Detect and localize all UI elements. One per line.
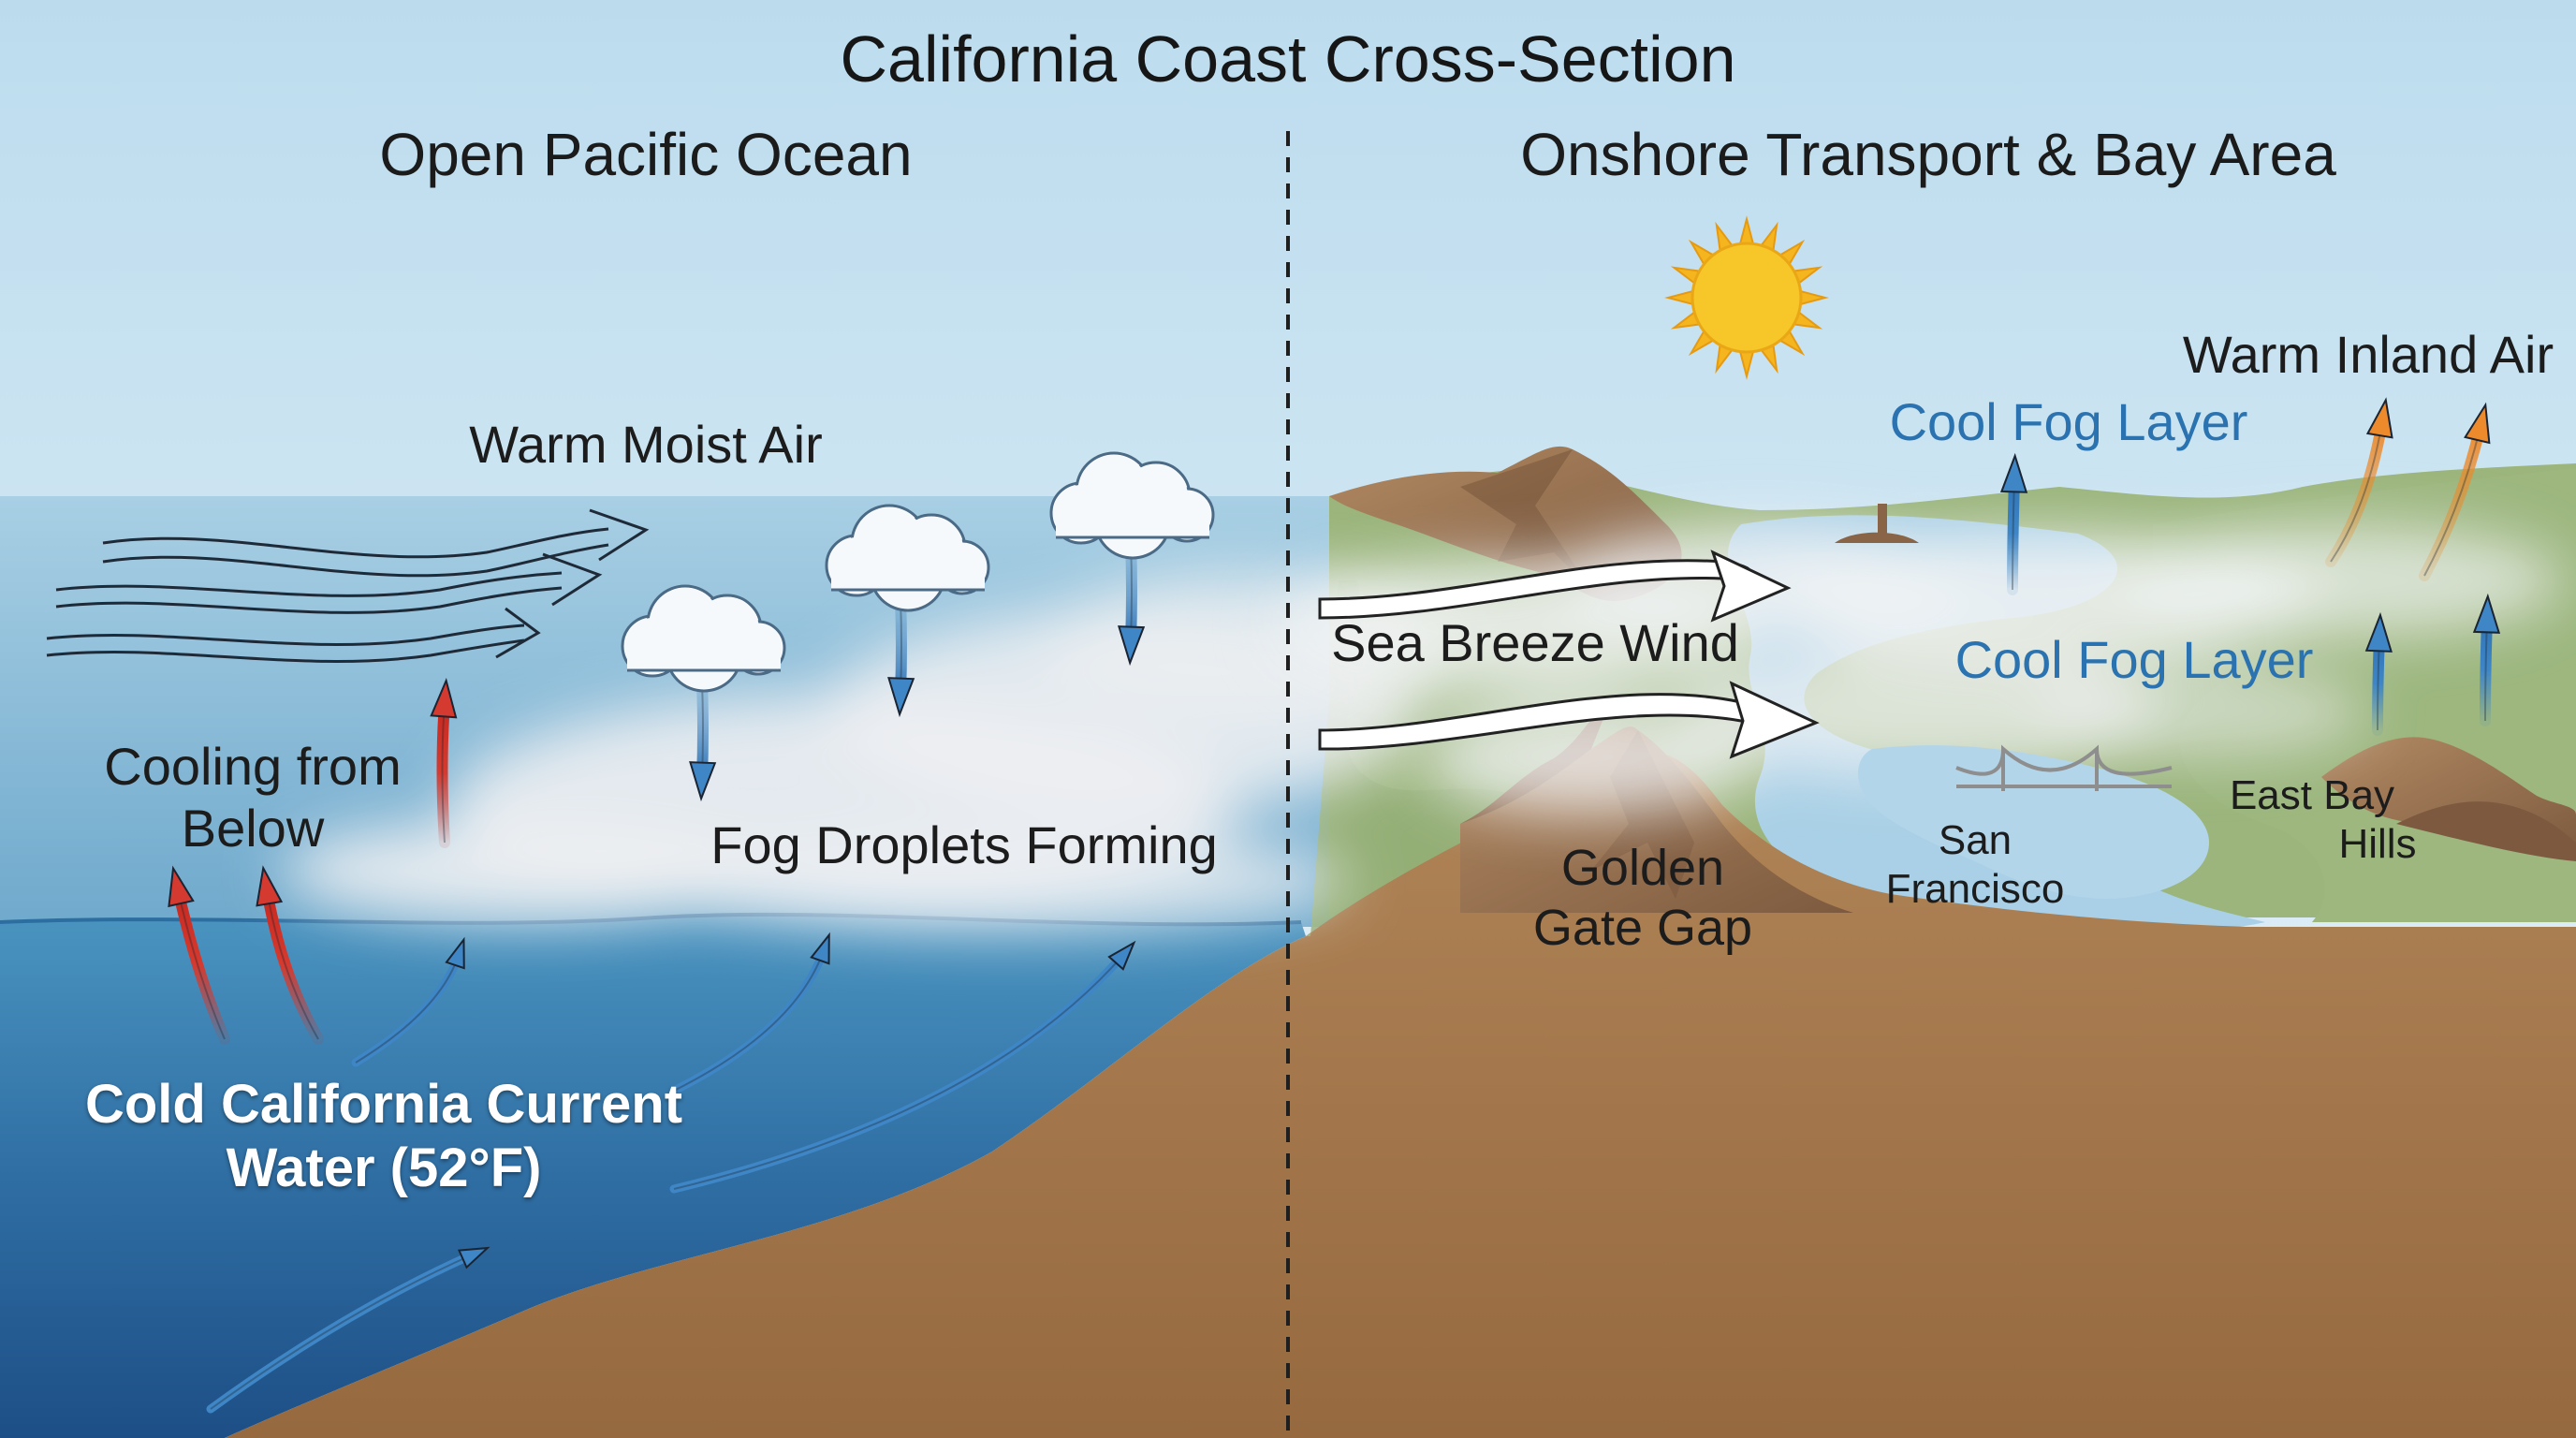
current-arrow-outline [673, 949, 825, 1092]
fog-rise-arrow [1999, 452, 2028, 595]
cooling-arrow-shaft [261, 884, 324, 1045]
coastal-vegetation [1306, 580, 1516, 936]
current-arrow-outline [355, 954, 460, 1064]
fog-rise-arrow [2364, 611, 2393, 736]
cloud-icon [1049, 451, 1215, 560]
golden-gate-line1: Golden [1560, 840, 1725, 896]
cooling-arrow-head [168, 865, 195, 908]
warm-moist-air-label: Warm Moist Air [469, 415, 823, 474]
cooling-arrow-outline [266, 888, 319, 1040]
sea-breeze-wind-label: Sea Breeze Wind [1331, 613, 1739, 672]
fog-rise-arrow-head [2472, 593, 2501, 634]
golden-gate-line2: Gate Gap [1532, 899, 1753, 956]
cloud-base [1056, 517, 1209, 537]
east-bay-hills-label: East Bay Hills [2190, 771, 2434, 869]
warm-air-arrow-outline [2330, 420, 2383, 563]
warm-air-arrow-shaft [2419, 420, 2486, 581]
warm-air-arrow [2419, 402, 2491, 581]
cooling-from-below-line1: Cooling from [104, 737, 402, 796]
cooling-from-below-label: Cooling from Below [84, 736, 421, 859]
droplet-arrow-head [887, 677, 915, 718]
sf-bay-water [1858, 745, 2209, 899]
cooling-arrow-head [256, 865, 284, 907]
warm-air-arrow [2325, 397, 2393, 567]
cool-fog-layer-upper-label: Cool Fog Layer [1889, 392, 2248, 451]
current-arrow [669, 940, 1136, 1194]
warm-inland-air-label: Warm Inland Air [2182, 325, 2554, 384]
east-bay-hills-line2: Hills [2338, 820, 2417, 867]
warm-air-arrow-shaft [2325, 416, 2388, 567]
ocean-fog-bank [281, 571, 1451, 932]
cloud-base [627, 650, 781, 670]
arrows-layer [168, 397, 2501, 1414]
droplet-arrow-head [689, 761, 717, 802]
clouds-layer [621, 451, 1215, 693]
warm-moist-air-arrows [46, 508, 650, 663]
current-arrow [351, 936, 465, 1067]
east-bay-hills-line1: East Bay [2229, 772, 2395, 818]
cooling-arrow [256, 865, 324, 1045]
golden-gate-gap-label: Golden Gate Gap [1498, 839, 1788, 958]
droplet-arrow [689, 678, 717, 802]
current-arrow [669, 932, 830, 1095]
current-arrow-shaft [206, 1250, 477, 1414]
cooling-arrow-shaft [172, 884, 230, 1045]
cooling-arrow-head [430, 677, 458, 719]
current-arrow-outline [673, 954, 1124, 1190]
cooling-arrow [168, 865, 230, 1045]
cloud-icon [825, 504, 990, 612]
marin-ridge-shading [1460, 449, 1591, 590]
cloud-icon [621, 584, 786, 693]
current-arrow-outline [210, 1254, 474, 1410]
cooling-arrow-outline [177, 888, 226, 1040]
fog-rise-arrow-head [1999, 452, 2028, 493]
cold-california-current-label: Cold California Current Water (52°F) [75, 1073, 693, 1201]
san-francisco-line1: San [1938, 817, 2012, 863]
current-arrow-head [810, 932, 830, 965]
current-arrow-head [457, 1246, 490, 1269]
fog-droplets-forming-label: Fog Droplets Forming [710, 815, 1218, 874]
sea-breeze-arrows [1318, 550, 1820, 759]
current-arrow [206, 1246, 490, 1414]
cold-current-line1: Cold California Current [84, 1074, 683, 1135]
current-arrow-shaft [351, 950, 463, 1067]
current-arrow-head [445, 936, 465, 970]
sun-icon [1664, 215, 1829, 380]
warm-air-arrow-outline [2423, 425, 2481, 577]
warm-air-arrow-head [2464, 402, 2491, 445]
current-arrow-head [1107, 940, 1136, 971]
warm-air-arrow-head [2365, 397, 2393, 439]
cooling-arrow [430, 677, 458, 848]
current-arrow-shaft [669, 946, 828, 1095]
sun-disc [1690, 242, 1803, 354]
right-panel-heading: Onshore Transport & Bay Area [1520, 121, 2336, 188]
current-arrow-shaft [669, 950, 1128, 1194]
ocean-water-section [0, 914, 1306, 1438]
island-lighthouse [1835, 504, 1919, 543]
san-francisco-label: San Francisco [1863, 816, 2087, 914]
san-francisco-line2: Francisco [1885, 865, 2065, 912]
fog-rise-arrow-head [2364, 611, 2393, 653]
east-bay-hills-front [2396, 801, 2576, 861]
cool-fog-layer-lower-label: Cool Fog Layer [1954, 630, 2314, 689]
land-cross-section [225, 752, 2576, 1438]
cold-current-line2: Water (52°F) [226, 1137, 542, 1199]
fog-rise-arrow [2472, 593, 2501, 726]
diagram-title: California Coast Cross-Section [840, 22, 1736, 95]
left-panel-heading: Open Pacific Ocean [379, 121, 913, 188]
droplet-arrow-head [1118, 625, 1146, 667]
golden-gate-bridge [1955, 744, 2173, 791]
cooling-from-below-line2: Below [181, 799, 325, 858]
cloud-base [831, 569, 985, 590]
